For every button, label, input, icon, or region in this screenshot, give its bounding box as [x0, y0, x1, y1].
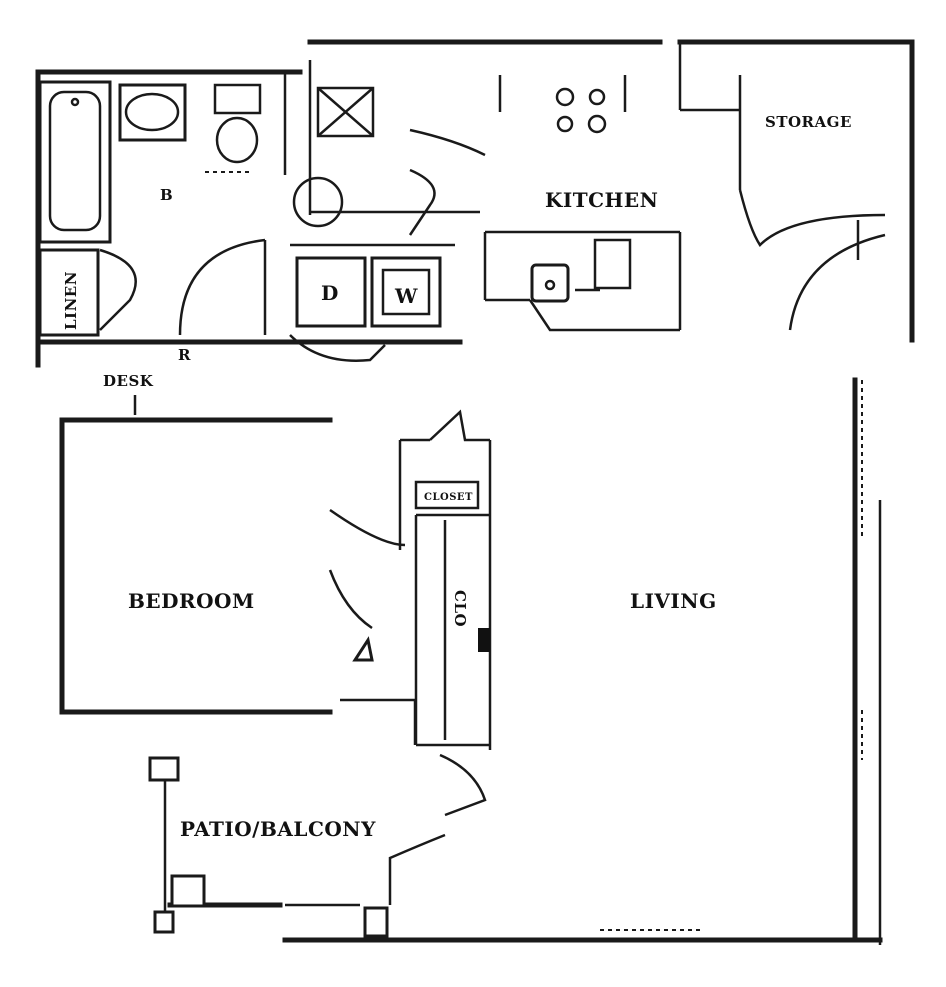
clo-label: CLO: [451, 590, 469, 627]
interior-walls: [133, 395, 492, 905]
closet-label: CLOSET: [424, 492, 473, 503]
washer-label: W: [394, 284, 418, 308]
bedroom-label: BEDROOM: [128, 589, 255, 613]
laundry: [289, 243, 455, 362]
desk-label: DESK: [103, 372, 154, 390]
kitchen: [292, 60, 682, 332]
storage: [678, 42, 886, 331]
patio-label: PATIO/BALCONY: [180, 817, 376, 841]
patio: [148, 756, 389, 938]
exterior-walls: [35, 39, 915, 945]
window-marks: [600, 380, 863, 931]
bath-mark: B: [160, 186, 173, 204]
dryer-label: D: [321, 281, 339, 305]
linen-label: LINEN: [62, 271, 80, 330]
living-label: LIVING: [630, 589, 717, 613]
storage-label: STORAGE: [765, 113, 852, 131]
bathroom: [38, 72, 287, 337]
refrigerator-mark: R: [178, 346, 191, 364]
kitchen-label: KITCHEN: [545, 188, 658, 212]
